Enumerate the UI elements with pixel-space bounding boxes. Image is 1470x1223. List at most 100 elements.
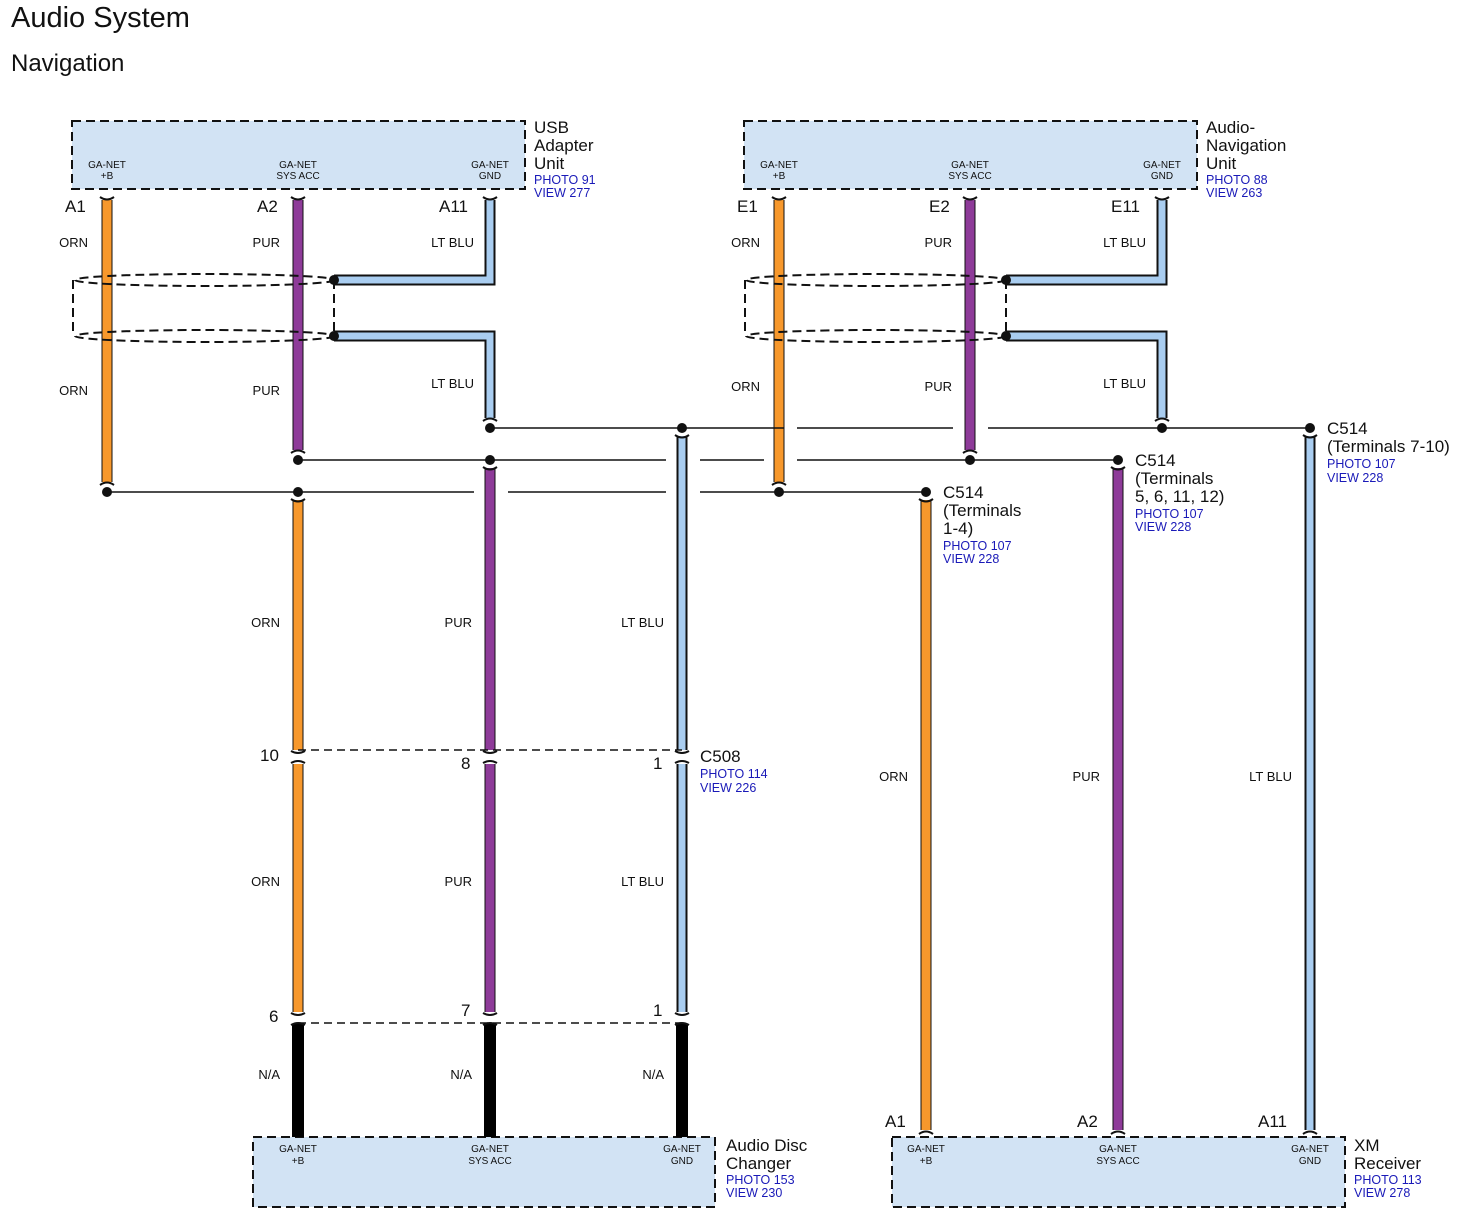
usb-ltblu-wire-upper: [334, 200, 494, 284]
audio-disc-changer-box: [252, 1136, 716, 1208]
wire-label-na: N/A: [450, 1067, 472, 1082]
xm-pin2-line1: GA-NET: [1099, 1144, 1137, 1155]
audio-navigation-unit-box: [743, 120, 1198, 190]
changer-name-2: Changer: [726, 1154, 792, 1173]
wire-label-orn: ORN: [251, 874, 280, 889]
usb-name-2: Adapter: [534, 136, 594, 155]
usb-terminal-a1: A1: [65, 197, 86, 216]
usb-pin1-line2: +B: [101, 171, 114, 182]
wire-label-ltblu: LT BLU: [431, 235, 474, 250]
wire-label-ltblu: LT BLU: [1103, 376, 1146, 391]
nav-terminal-e11: E11: [1111, 197, 1140, 216]
c514-b-name: C514: [943, 483, 984, 502]
changer-pin1-line2: +B: [292, 1156, 305, 1167]
xm-pin3-line2: GND: [1299, 1156, 1321, 1167]
splice-dots: [102, 275, 1315, 497]
xm-pin3-line1: GA-NET: [1291, 1144, 1329, 1155]
c514-gnd-photo: PHOTO 107: [1327, 457, 1396, 471]
changer-pin2-line2: SYS ACC: [468, 1156, 511, 1167]
nav-pin2-line2: SYS ACC: [948, 171, 991, 182]
wire-label-pur: PUR: [1073, 769, 1100, 784]
wire-label-ltblu: LT BLU: [621, 874, 664, 889]
wire-label-orn: ORN: [59, 235, 88, 250]
xm-receiver-box: [891, 1136, 1346, 1208]
changer-conn-pin-6: 6: [269, 1007, 278, 1026]
usb-adapter-unit-box: [71, 120, 526, 190]
usb-terminal-a2: A2: [257, 197, 278, 216]
xm-terminal-a1: A1: [885, 1112, 906, 1131]
changer-pin3-line1: GA-NET: [663, 1144, 701, 1155]
changer-conn-pin-1: 1: [653, 1001, 662, 1020]
nav-name-3: Unit: [1206, 154, 1237, 173]
c514-acc-view: VIEW 228: [1135, 520, 1191, 534]
c514-acc-terminals-2: 5, 6, 11, 12): [1135, 487, 1224, 506]
diagram-subtitle: Navigation: [11, 50, 125, 77]
wire-label-pur: PUR: [445, 874, 472, 889]
c508-view: VIEW 226: [700, 781, 756, 795]
xm-terminal-a11: A11: [1258, 1112, 1287, 1131]
wire-label-orn: ORN: [879, 769, 908, 784]
xm-pin2-line2: SYS ACC: [1096, 1156, 1139, 1167]
wire-label-pur: PUR: [253, 235, 280, 250]
nav-pin3-line1: GA-NET: [1143, 160, 1181, 171]
usb-pin3-line2: GND: [479, 171, 501, 182]
nav-pin3-line2: GND: [1151, 171, 1173, 182]
nav-pin1-line1: GA-NET: [760, 160, 798, 171]
c514-gnd-name: C514: [1327, 419, 1368, 438]
usb-name-1: USB: [534, 118, 569, 137]
nav-ltblu-wire-lower: [1006, 332, 1166, 418]
c508-pin-10: 10: [260, 746, 279, 765]
wire-label-orn: ORN: [251, 615, 280, 630]
changer-view-ref: VIEW 230: [726, 1186, 782, 1200]
wire-label-orn: ORN: [731, 235, 760, 250]
c514-b-terminals-1: (Terminals: [943, 501, 1021, 520]
usb-terminal-a11: A11: [439, 197, 468, 216]
wire-label-ltblu: LT BLU: [621, 615, 664, 630]
c514-b-photo: PHOTO 107: [943, 539, 1012, 553]
nav-pin2-line1: GA-NET: [951, 160, 989, 171]
usb-view-ref: VIEW 277: [534, 186, 590, 200]
c514-b-view: VIEW 228: [943, 552, 999, 566]
xm-photo-ref: PHOTO 113: [1354, 1173, 1422, 1187]
wire-label-na: N/A: [642, 1067, 664, 1082]
c514-acc-terminals-1: (Terminals: [1135, 469, 1213, 488]
c508-name: C508: [700, 747, 741, 766]
usb-photo-ref: PHOTO 91: [534, 173, 596, 187]
c514-acc-name: C514: [1135, 451, 1176, 470]
changer-pin2-line1: GA-NET: [471, 1144, 509, 1155]
nav-name-1: Audio-: [1206, 118, 1255, 137]
changer-conn-pin-7: 7: [461, 1001, 470, 1020]
changer-name-1: Audio Disc: [726, 1136, 808, 1155]
wire-label-pur: PUR: [925, 235, 952, 250]
xm-view-ref: VIEW 278: [1354, 1186, 1410, 1200]
wire-label-ltblu: LT BLU: [1249, 769, 1292, 784]
nav-pin1-line2: +B: [773, 171, 786, 182]
nav-ltblu-wire-upper: [1006, 200, 1166, 284]
wire-label-orn: ORN: [59, 383, 88, 398]
wire-label-orn: ORN: [731, 379, 760, 394]
nav-photo-ref: PHOTO 88: [1206, 173, 1268, 187]
changer-pin1-line1: GA-NET: [279, 1144, 317, 1155]
c514-acc-photo: PHOTO 107: [1135, 507, 1204, 521]
nav-name-2: Navigation: [1206, 136, 1286, 155]
wire-label-pur: PUR: [445, 615, 472, 630]
diagram-title: Audio System: [11, 2, 190, 34]
c514-gnd-terminals: (Terminals 7-10): [1327, 437, 1450, 456]
changer-photo-ref: PHOTO 153: [726, 1173, 795, 1187]
changer-pin3-line2: GND: [671, 1156, 693, 1167]
usb-pin1-line1: GA-NET: [88, 160, 126, 171]
xm-terminal-a2: A2: [1077, 1112, 1098, 1131]
usb-pin3-line1: GA-NET: [471, 160, 509, 171]
wire-label-ltblu: LT BLU: [1103, 235, 1146, 250]
connector-pin-marks: [99, 196, 1318, 1135]
xm-pin1-line2: +B: [920, 1156, 933, 1167]
xm-pin1-line1: GA-NET: [907, 1144, 945, 1155]
usb-pin2-line1: GA-NET: [279, 160, 317, 171]
xm-name-2: Receiver: [1354, 1154, 1421, 1173]
c508-pin-1: 1: [653, 754, 662, 773]
wire-label-pur: PUR: [925, 379, 952, 394]
usb-name-3: Unit: [534, 154, 565, 173]
c508-photo: PHOTO 114: [700, 767, 768, 781]
nav-terminal-e1: E1: [737, 197, 758, 216]
